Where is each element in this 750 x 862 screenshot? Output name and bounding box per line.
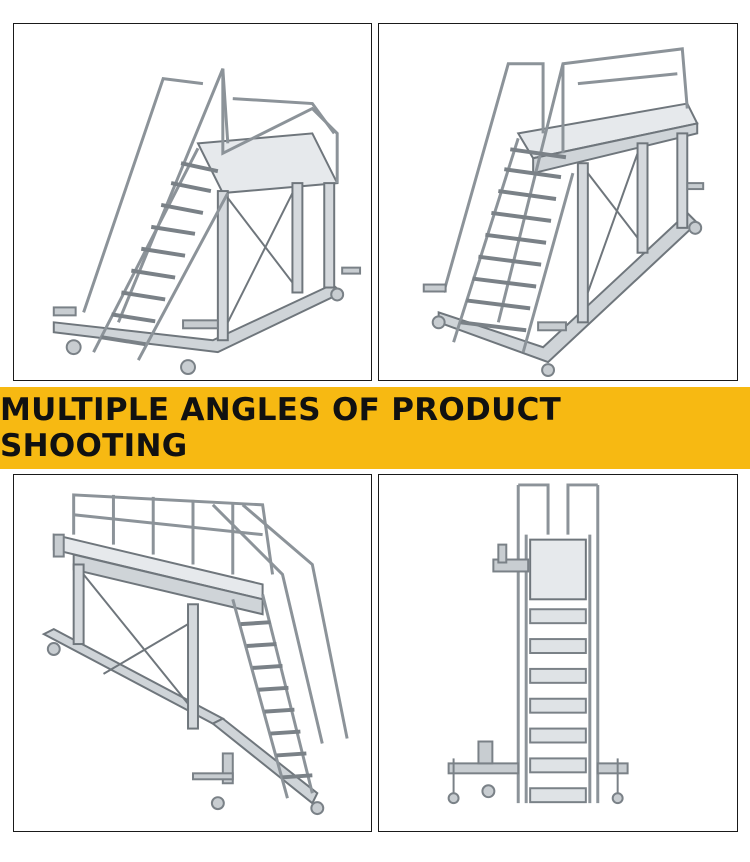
product-image-rear bbox=[13, 474, 372, 832]
title-banner: MULTIPLE ANGLES OF PRODUCT SHOOTING bbox=[0, 387, 750, 469]
platform-ladder-drawing bbox=[422, 47, 705, 378]
product-image-front bbox=[378, 474, 738, 832]
banner-title: MULTIPLE ANGLES OF PRODUCT SHOOTING bbox=[0, 392, 562, 464]
platform-ladder-drawing bbox=[41, 493, 349, 816]
product-image-front-right bbox=[378, 23, 738, 381]
platform-ladder-drawing bbox=[447, 483, 629, 805]
platform-ladder-drawing bbox=[52, 68, 362, 376]
product-image-front-left bbox=[13, 23, 372, 381]
